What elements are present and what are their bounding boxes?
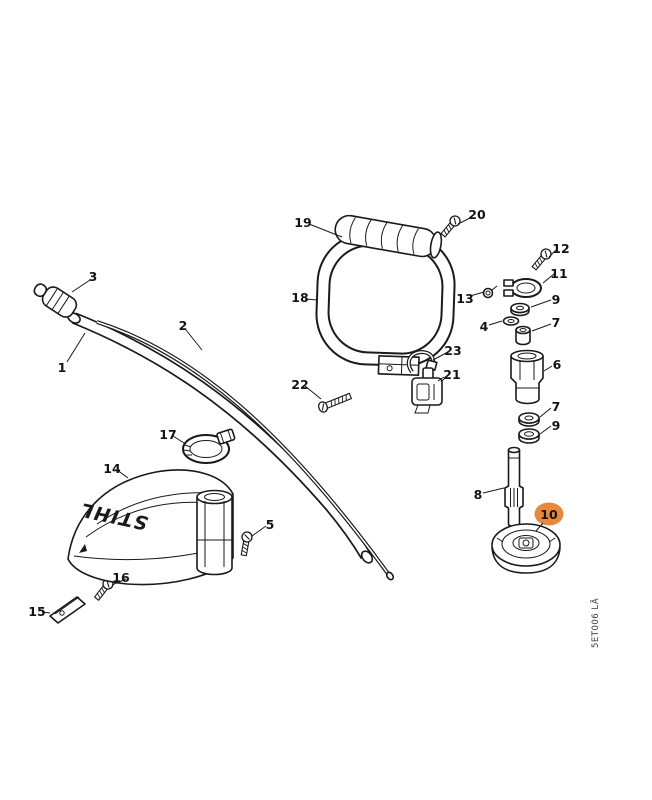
screw-20 — [438, 213, 463, 240]
drive-shaft — [96, 320, 395, 581]
part-callout-11[interactable]: 11 — [550, 266, 567, 281]
diagram-reference-code: 5ET006 LÄ — [590, 598, 601, 648]
part-callout-21[interactable]: 21 — [443, 367, 460, 382]
part-callout-17[interactable]: 17 — [159, 427, 176, 442]
output-shaft-8 — [504, 446, 524, 528]
part-callout-5[interactable]: 5 — [266, 517, 275, 532]
part-callout-7b[interactable]: 7 — [552, 399, 561, 414]
part-callout-8[interactable]: 8 — [474, 487, 483, 502]
throttle-housing — [411, 367, 445, 414]
nut-13 — [482, 285, 498, 299]
handle-grip — [334, 214, 443, 259]
part-callout-20[interactable]: 20 — [468, 207, 486, 222]
leader-lines — [41, 216, 557, 614]
part-callouts: 1 2 3 4 5 6 7 7 8 9 9 10 11 12 13 14 15 … — [28, 207, 569, 619]
part-callout-18[interactable]: 18 — [291, 290, 308, 305]
washer-7-lower — [518, 412, 540, 427]
part-callout-2[interactable]: 2 — [179, 318, 188, 333]
part-callout-9a[interactable]: 9 — [552, 292, 561, 307]
part-callout-16[interactable]: 16 — [112, 570, 130, 585]
part-callout-9b[interactable]: 9 — [552, 418, 561, 433]
deflector-collar — [196, 489, 233, 576]
washer-4 — [502, 316, 520, 326]
clamp-11 — [503, 278, 542, 298]
bearing-housing-6 — [510, 349, 544, 405]
screw-22 — [316, 390, 353, 415]
hose-clamp-17 — [182, 428, 236, 464]
trimmer-head-base-10 — [491, 523, 561, 574]
part-callout-23[interactable]: 23 — [444, 343, 461, 358]
part-callout-12[interactable]: 12 — [552, 241, 569, 256]
bushing-7-upper — [515, 325, 531, 346]
part-callout-10[interactable]: 10 — [540, 507, 558, 522]
limiter-blade-15 — [49, 596, 86, 624]
part-callout-14[interactable]: 14 — [103, 461, 121, 476]
part-callout-7a[interactable]: 7 — [552, 315, 561, 330]
washer-9-upper — [510, 302, 530, 317]
part-callout-1[interactable]: 1 — [58, 360, 67, 375]
washer-9-lower — [518, 428, 540, 444]
part-callout-19[interactable]: 19 — [294, 215, 311, 230]
part-callout-3[interactable]: 3 — [89, 269, 98, 284]
part-callout-6[interactable]: 6 — [553, 357, 562, 372]
screw-5 — [238, 530, 254, 557]
tube-cap — [33, 283, 78, 318]
part-callout-13[interactable]: 13 — [456, 291, 473, 306]
part-callout-4[interactable]: 4 — [480, 319, 489, 334]
part-callout-22[interactable]: 22 — [291, 377, 308, 392]
part-callout-15[interactable]: 15 — [28, 604, 45, 619]
highlight-part-10[interactable] — [534, 502, 564, 526]
